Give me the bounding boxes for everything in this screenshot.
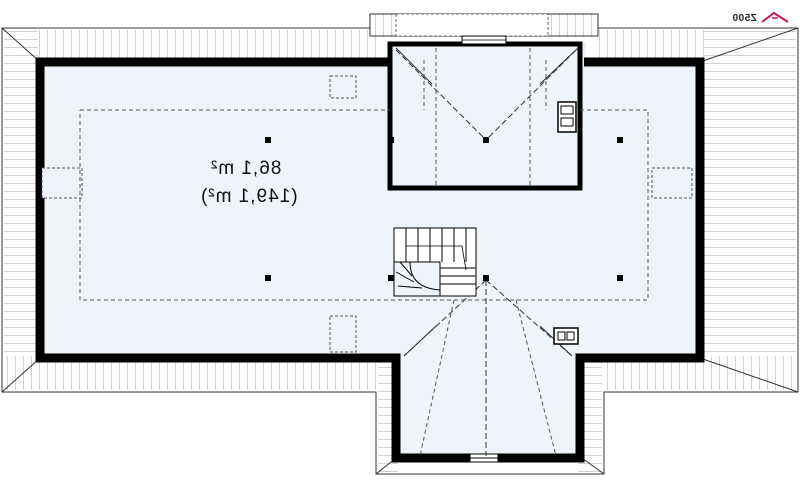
windows: [41, 75, 693, 463]
area-net-label: 86,1 m²: [210, 158, 282, 179]
posts: [265, 137, 623, 281]
dormer-roof: [369, 13, 599, 37]
brand-logo: Z500: [732, 10, 790, 28]
area-gross-label: (149,1 m²): [200, 186, 298, 207]
roof-logo-icon: [761, 11, 789, 23]
chimney-bottom: [553, 327, 579, 345]
logo-text: Z500: [732, 13, 757, 24]
staircase: [393, 227, 477, 297]
knee-wall-line: [79, 48, 649, 457]
chimney-top: [557, 101, 577, 133]
bay-room: [387, 35, 583, 191]
